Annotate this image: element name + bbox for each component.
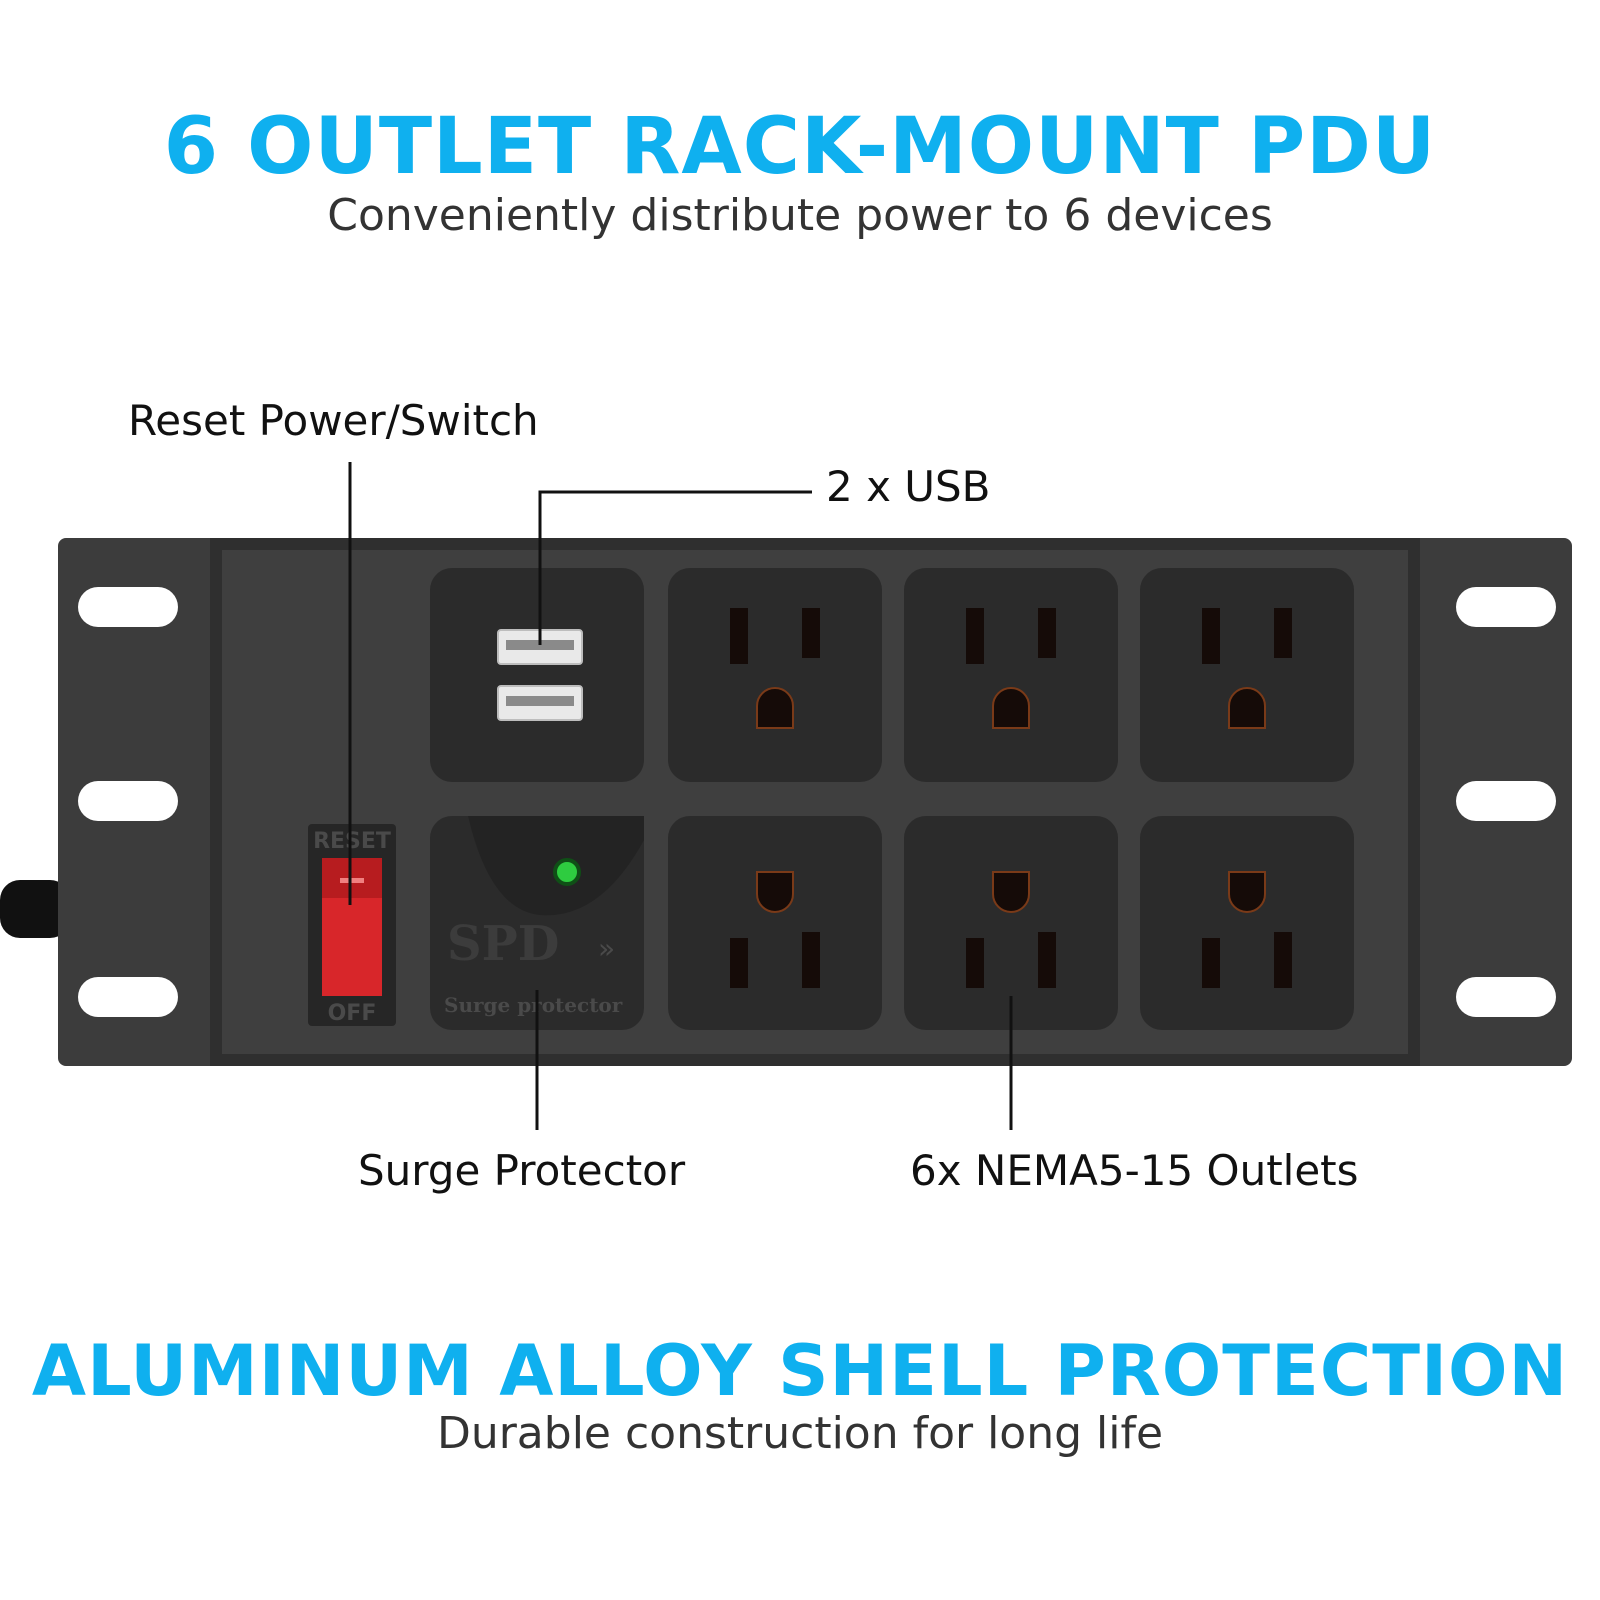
outlet xyxy=(668,568,882,782)
callout-surge-protector: Surge Protector xyxy=(358,1146,686,1195)
surge-protector-module: SPD » Surge protector xyxy=(430,816,644,1030)
outlet xyxy=(904,568,1118,782)
switch-top-label: RESET xyxy=(313,829,391,854)
page-subtitle: Conveniently distribute power to 6 devic… xyxy=(327,190,1273,241)
outlet xyxy=(1140,816,1354,1030)
outlets-bottom-row xyxy=(668,816,1354,1030)
spd-sub-label: Surge protector xyxy=(444,993,623,1017)
svg-text:»: » xyxy=(598,932,615,965)
outlets-top-row xyxy=(668,568,1354,782)
outlet xyxy=(1140,568,1354,782)
outlet xyxy=(668,816,882,1030)
mounting-holes xyxy=(78,587,1556,1017)
footer-title: ALUMINUM ALLOY SHELL PROTECTION xyxy=(31,1330,1569,1412)
callout-reset-switch: Reset Power/Switch xyxy=(128,396,539,445)
switch-bottom-label: OFF xyxy=(328,1001,377,1026)
callout-lines xyxy=(348,462,1013,1130)
page-title: 6 OUTLET RACK-MOUNT PDU xyxy=(163,102,1437,192)
usb-module xyxy=(430,568,644,782)
outlet xyxy=(904,816,1118,1030)
callout-usb: 2 x USB xyxy=(826,462,991,511)
reset-switch: RESET OFF xyxy=(308,824,396,1026)
status-led-icon xyxy=(553,858,581,886)
spd-label: SPD xyxy=(447,916,559,972)
callout-outlets: 6x NEMA5-15 Outlets xyxy=(910,1146,1359,1195)
footer-subtitle: Durable construction for long life xyxy=(436,1408,1164,1459)
power-cord xyxy=(0,880,70,938)
